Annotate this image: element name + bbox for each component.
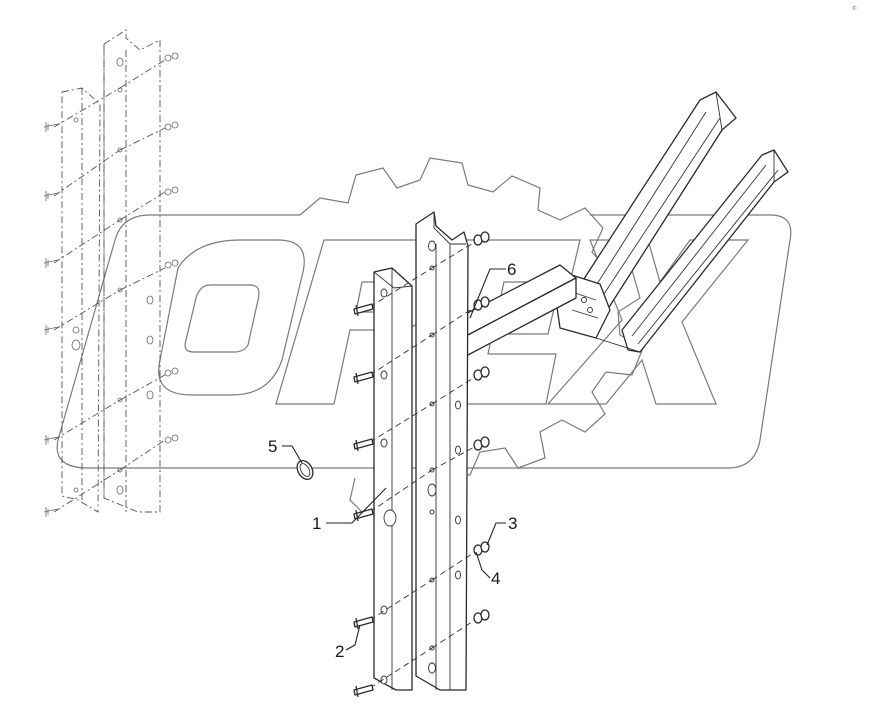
inclined-rails (555, 91, 789, 353)
ghost-assembly (43, 29, 179, 517)
callout-1: 1 (312, 514, 321, 533)
leader-5 (282, 445, 303, 464)
watermark-letter-o (158, 239, 305, 396)
nuts-and-washers (473, 231, 490, 624)
leader-2 (345, 624, 361, 651)
corner-mark: © (852, 5, 857, 12)
part-5-ring (296, 460, 314, 480)
leader-4 (475, 551, 491, 579)
leader-lines (282, 268, 506, 651)
callout-2: 2 (335, 642, 344, 661)
callout-3: 3 (508, 514, 517, 533)
watermark-band (56, 214, 792, 469)
callout-5: 5 (268, 437, 277, 456)
callout-4: 4 (491, 569, 500, 588)
leader-3 (486, 522, 506, 546)
leader-1 (326, 487, 387, 524)
callout-labels: 1 2 3 4 5 6 (268, 260, 517, 661)
callout-6: 6 (507, 260, 516, 279)
part-1-flat-plate (373, 267, 413, 691)
leader-6 (469, 268, 506, 319)
main-channel (415, 211, 469, 691)
